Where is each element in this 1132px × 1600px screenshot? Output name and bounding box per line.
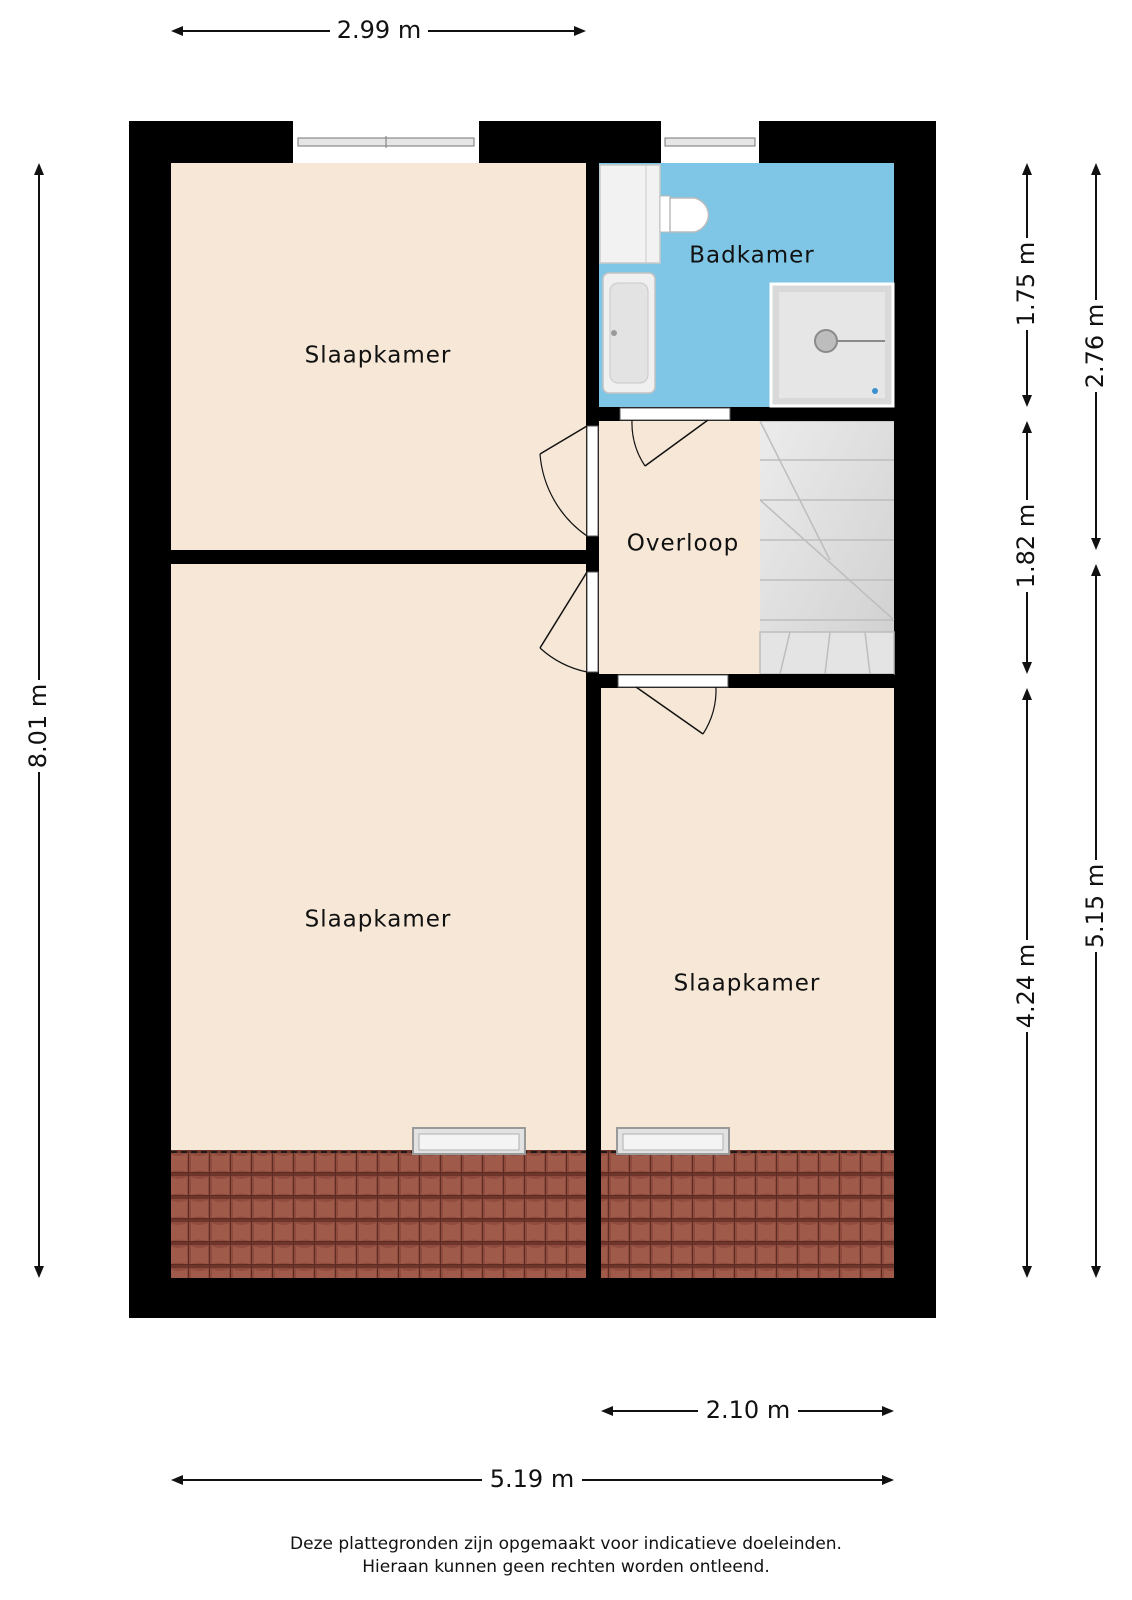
window-top-left <box>293 121 479 163</box>
room-label-slaapkamer-bottom-left: Slaapkamer <box>305 907 452 933</box>
door-slaapkamer-bottom-left <box>539 571 599 673</box>
dim-bottom-partial-label: 2.10 m <box>706 1396 790 1424</box>
roof-tiles-left <box>171 1150 586 1278</box>
dimension-right-inner: 1.75 m 1.82 m 4.24 m <box>1012 163 1040 1278</box>
dim-lower-total-label: 5.15 m <box>1081 864 1109 948</box>
skylight-left <box>412 1127 526 1155</box>
dim-left-height-label: 8.01 m <box>24 684 52 768</box>
window-top-right <box>661 121 759 163</box>
door-slaapkamer-bottom-right <box>617 674 729 735</box>
dimension-bottom-total: 5.19 m <box>171 1465 894 1493</box>
bathroom-cabinet <box>599 164 661 264</box>
room-label-slaapkamer-bottom-right: Slaapkamer <box>674 971 821 997</box>
wall-slaapkamer-divider <box>171 550 599 564</box>
dim-bottom-total-label: 5.19 m <box>490 1465 574 1493</box>
wall-vertical-main <box>586 163 599 1278</box>
door-slaapkamer-top <box>539 425 599 537</box>
dimension-top-width: 2.99 m <box>171 16 586 44</box>
slaapkamer-top-floor <box>171 163 586 550</box>
disclaimer-line-1: Deze plattegronden zijn opgemaakt voor i… <box>290 1534 842 1554</box>
skylight-right <box>616 1127 730 1155</box>
room-label-overloop: Overloop <box>627 531 739 557</box>
overloop-floor <box>599 421 760 674</box>
dimension-right-outer: 2.76 m 5.15 m <box>1081 163 1109 1278</box>
toilet-icon <box>659 195 710 233</box>
dimension-bottom-partial: 2.10 m <box>601 1396 894 1424</box>
shower-icon <box>769 282 895 408</box>
dim-upper-total-label: 2.76 m <box>1081 304 1109 388</box>
dim-top-width-label: 2.99 m <box>337 16 421 44</box>
dim-overloop-label: 1.82 m <box>1012 504 1040 588</box>
disclaimer: Deze plattegronden zijn opgemaakt voor i… <box>0 1533 1132 1579</box>
dim-slaapkamer-right-label: 4.24 m <box>1012 944 1040 1028</box>
sink-icon <box>602 272 656 394</box>
room-label-badkamer: Badkamer <box>689 243 815 269</box>
disclaimer-line-2: Hieraan kunnen geen rechten worden ontle… <box>362 1557 770 1577</box>
room-label-slaapkamer-top: Slaapkamer <box>305 343 452 369</box>
roof-tiles-right <box>601 1150 894 1278</box>
dim-badkamer-label: 1.75 m <box>1012 242 1040 326</box>
dimension-left-height: 8.01 m <box>24 163 52 1278</box>
door-badkamer <box>619 407 731 467</box>
